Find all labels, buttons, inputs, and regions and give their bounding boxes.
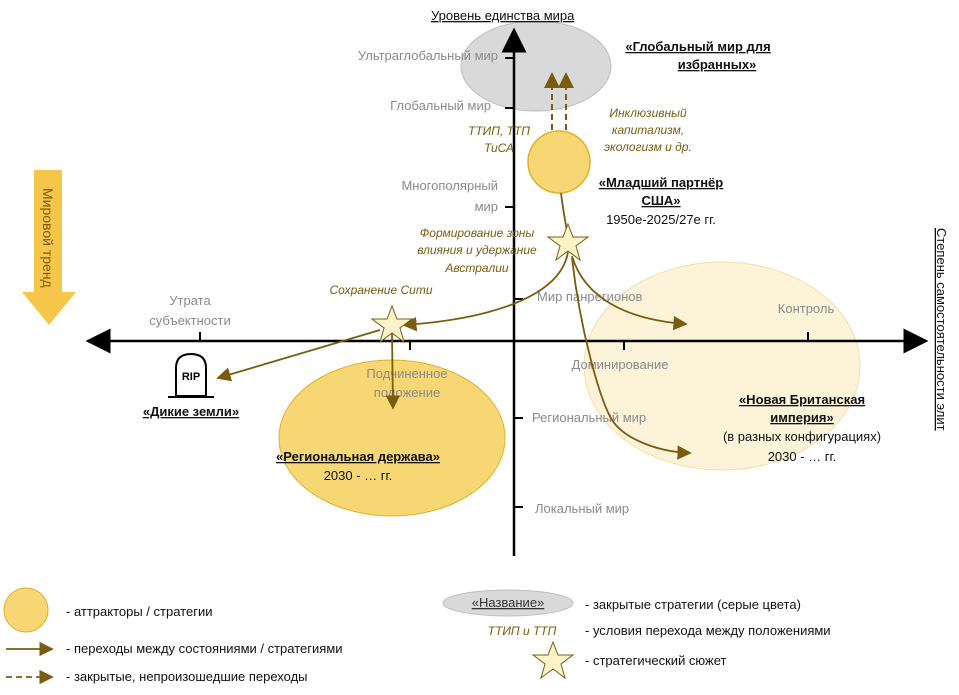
x-label-subordinate-2: положение xyxy=(374,385,440,400)
y-label-panregions: Мир панрегионов xyxy=(537,289,642,304)
y-label-ultra: Ультраглобальный мир xyxy=(358,48,498,63)
x-label-loss-2: субъектности xyxy=(149,313,230,328)
condition-inclusive-2: капитализм, xyxy=(612,123,684,137)
state-wild-lands: «Дикие земли» xyxy=(143,404,239,419)
state-junior-partner-1: «Младший партнёр xyxy=(599,175,724,190)
legend-condition-example: ТТИП и ТТП xyxy=(488,624,557,638)
y-label-local: Локальный мир xyxy=(535,501,629,516)
legend-star-swatch xyxy=(531,640,575,680)
legend-plot: - стратегический сюжет xyxy=(585,653,727,668)
state-global-elite-1: «Глобальный мир для xyxy=(625,39,770,54)
x-label-subordinate-1: Подчиненное xyxy=(366,366,447,381)
closed-strategy-global-ellipse xyxy=(460,20,612,112)
world-trend-arrow: Мировой тренд xyxy=(22,170,76,325)
y-label-multipolar-2: мир xyxy=(475,199,498,214)
transition-star-to-control xyxy=(571,255,688,331)
condition-zone-1: Формирование зоны xyxy=(420,226,535,240)
x-label-loss-1: Утрата xyxy=(169,293,211,308)
condition-inclusive-3: экологизм и др. xyxy=(604,140,692,154)
state-junior-partner-period: 1950е-2025/27е гг. xyxy=(606,212,716,227)
state-regional-power: «Региональная держава» xyxy=(276,449,440,464)
x-label-control: Контроль xyxy=(778,301,835,316)
y-ticks xyxy=(505,57,523,508)
condition-zone-3: Австралии xyxy=(444,261,509,275)
new-empire-area xyxy=(583,261,861,471)
condition-city: Сохранение Сити xyxy=(330,283,433,297)
strategic-plot-star-upper xyxy=(546,222,590,262)
condition-zone-2: влияния и удержание xyxy=(417,243,537,257)
condition-ttip-1: ТТИП, ТТП xyxy=(468,124,530,138)
strategic-plot-star-city xyxy=(370,304,414,344)
legend: - аттракторы / стратегии - переходы межд… xyxy=(3,587,831,685)
legend-name-example: «Название» xyxy=(472,595,545,610)
condition-ttip-2: ТиСА xyxy=(484,141,514,155)
rip-text: RIP xyxy=(182,371,200,383)
transition-city-to-wild xyxy=(216,329,381,382)
legend-attractor-swatch xyxy=(3,587,49,633)
legend-closed-transitions: - закрытые, непроизошедшие переходы xyxy=(66,669,308,684)
state-new-empire-2: империя» xyxy=(770,410,833,425)
x-ticks xyxy=(199,332,809,350)
transition-star-to-empire xyxy=(571,257,692,460)
transition-star-to-city xyxy=(402,251,569,332)
legend-conditions: - условия перехода между положениями xyxy=(585,623,831,638)
state-regional-power-period: 2030 - … гг. xyxy=(324,468,393,483)
state-global-elite-2: избранных» xyxy=(678,57,757,72)
junior-partner-attractor xyxy=(527,130,591,194)
y-label-regional: Региональный мир xyxy=(532,410,646,425)
state-new-empire-1: «Новая Британская xyxy=(739,392,865,407)
condition-inclusive-1: Инклюзивный xyxy=(609,106,687,120)
transitions xyxy=(216,192,692,460)
y-axis-title: Уровень единства мира xyxy=(431,8,575,23)
y-label-global: Глобальный мир xyxy=(390,98,491,113)
transition-city-to-regional xyxy=(385,333,401,410)
legend-closed-strategies: - закрытые стратегии (серые цвета) xyxy=(585,597,801,612)
state-new-empire-period: 2030 - … гг. xyxy=(768,449,837,464)
legend-closed-strategy-swatch xyxy=(442,589,574,617)
legend-attractors: - аттракторы / стратегии xyxy=(66,604,212,619)
world-trend-label: Мировой тренд xyxy=(40,188,56,288)
legend-transitions: - переходы между состояниями / стратегия… xyxy=(66,641,343,656)
x-axis-title: Степень самостоятельности элит xyxy=(934,228,949,431)
y-label-multipolar-1: Многополярный xyxy=(401,178,498,193)
state-junior-partner-2: США» xyxy=(641,193,680,208)
state-new-empire-note: (в разных конфигурациях) xyxy=(723,429,881,444)
x-label-domination: Доминирование xyxy=(572,357,669,372)
gravestone-icon: RIP xyxy=(168,352,214,398)
